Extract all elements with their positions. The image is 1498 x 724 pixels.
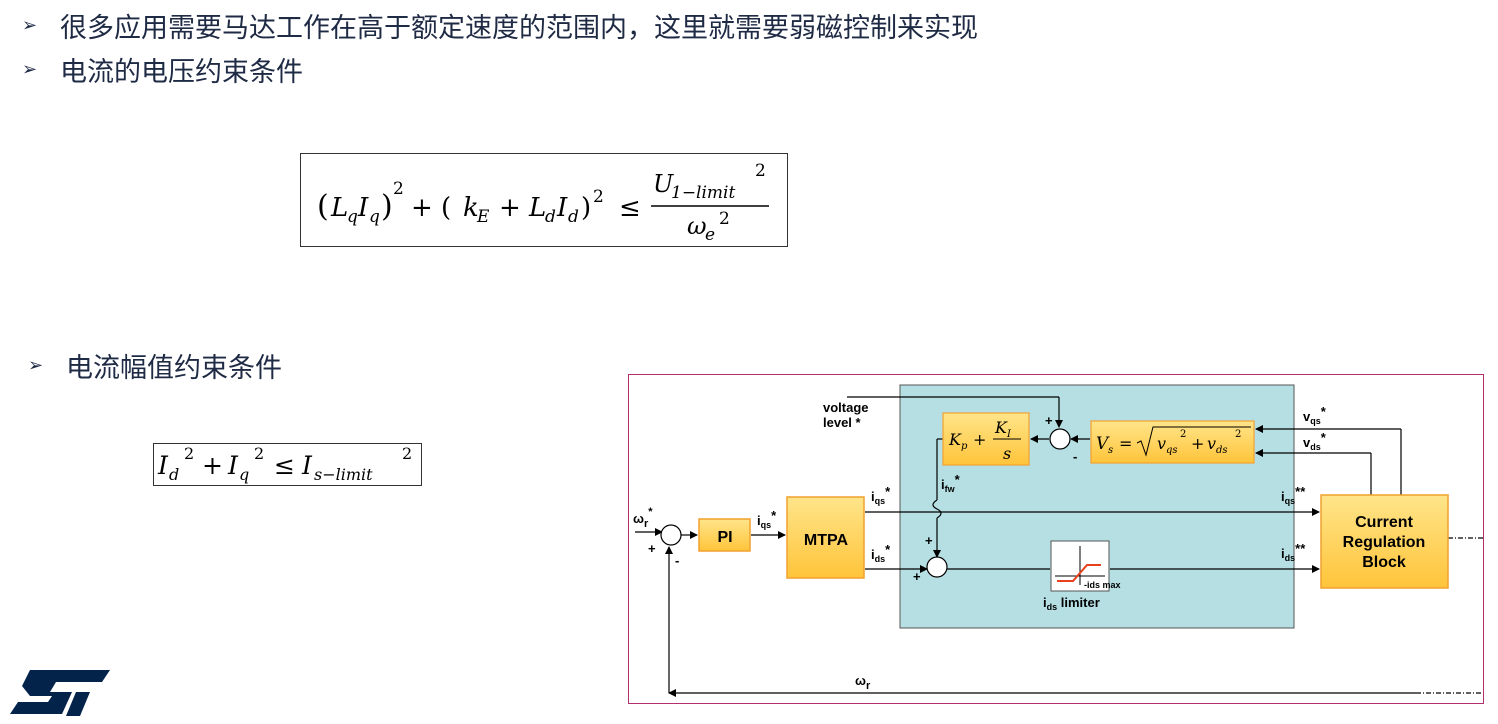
bullet-item: ➢ 很多应用需要马达工作在高于额定速度的范围内，这里就需要弱磁控制来实现 <box>22 6 978 45</box>
sum2-plus-left: + <box>913 569 921 584</box>
right-arrowhead-icon: ➢ <box>28 355 44 376</box>
svg-text:2: 2 <box>719 209 730 229</box>
svg-text:ω: ω <box>687 212 707 240</box>
current-regulation-label-1: Current <box>1355 514 1413 531</box>
svg-text:2: 2 <box>593 187 604 207</box>
voltage-level-label-1: voltage <box>823 400 869 415</box>
svg-text:2: 2 <box>755 161 766 181</box>
right-arrowhead-icon: ➢ <box>22 15 38 36</box>
ids-limiter-label: ids limiter <box>1043 595 1100 612</box>
svg-text:I: I <box>556 193 568 223</box>
svg-text:I: I <box>301 451 313 480</box>
sum3-minus: - <box>1073 449 1077 464</box>
plus-sign: + <box>648 541 656 556</box>
sum2-plus-top: + <box>925 533 933 548</box>
svg-text:+: + <box>973 430 986 449</box>
svg-text:+: + <box>1191 434 1204 453</box>
current-regulation-label-3: Block <box>1362 554 1406 571</box>
iqs-star-input-label: iqs* <box>757 508 777 530</box>
svg-text:≤: ≤ <box>274 451 295 480</box>
field-weakening-block-diagram: PI MTPA Current Regulation Block K p + K… <box>628 374 1485 704</box>
svg-text:I: I <box>157 451 169 480</box>
svg-text:v: v <box>1207 434 1216 453</box>
current-regulation-block <box>1320 494 1449 589</box>
sum3-plus: + <box>1045 413 1053 428</box>
omega-r-label: ωr <box>855 673 871 692</box>
svg-text:s: s <box>1108 445 1113 456</box>
svg-text:V: V <box>1096 434 1110 454</box>
ids-summing-junction <box>926 556 948 578</box>
omega-r-star-label: ωr* <box>633 506 653 530</box>
pi-block-label: PI <box>717 529 732 546</box>
svg-text:q: q <box>369 207 380 227</box>
saturation-curve-icon <box>1055 546 1105 585</box>
current-regulation-label-2: Regulation <box>1343 534 1426 551</box>
svg-text:+ (: + ( <box>411 193 451 223</box>
svg-text:=: = <box>1119 434 1132 453</box>
st-logo <box>10 666 114 724</box>
svg-text:v: v <box>1157 434 1166 453</box>
minus-sign: - <box>675 553 679 568</box>
svg-text:K: K <box>994 418 1008 437</box>
ids-star-label: ids* <box>871 542 891 564</box>
bullet-text: 电流的电压约束条件 <box>60 57 303 88</box>
voltage-magnitude-formula: V s = v qs 2 + v ds 2 <box>1096 426 1251 457</box>
svg-text:L: L <box>528 193 546 223</box>
svg-text:2: 2 <box>254 444 264 463</box>
svg-text:1−limit: 1−limit <box>671 183 735 203</box>
svg-text:E: E <box>476 207 490 227</box>
svg-text:k: k <box>463 193 479 223</box>
svg-text:qs: qs <box>1166 445 1178 456</box>
svg-text:I: I <box>1006 429 1012 440</box>
bullet-text: 很多应用需要马达工作在高于额定速度的范围内，这里就需要弱磁控制来实现 <box>60 13 978 44</box>
vqs-star-label: vqs* <box>1303 404 1327 426</box>
speed-error-summing-junction <box>660 524 682 546</box>
svg-text:U: U <box>653 170 674 198</box>
svg-text:K: K <box>948 430 962 449</box>
svg-text:p: p <box>961 441 968 452</box>
svg-text:+: + <box>499 193 521 223</box>
svg-text:): ) <box>581 193 591 223</box>
voltage-level-label-2: level * <box>823 415 862 430</box>
svg-text:q: q <box>347 207 358 227</box>
svg-text:s−limit: s−limit <box>314 465 373 484</box>
pi-block <box>698 518 751 552</box>
svg-text:(: ( <box>317 189 329 224</box>
svg-text:I: I <box>227 451 239 480</box>
right-arrowhead-icon: ➢ <box>22 59 38 80</box>
bullet-text: 电流幅值约束条件 <box>66 353 282 384</box>
voltage-constraint-equation: ( L q I q ) 2 + ( k E + L d I d ) 2 ≤ U … <box>300 153 788 247</box>
svg-text:q: q <box>239 465 249 484</box>
pi-controller-formula: K p + K I s <box>948 418 1021 463</box>
svg-text:): ) <box>381 189 393 224</box>
bullet-item: ➢ 电流的电压约束条件 <box>22 50 303 89</box>
voltage-magnitude-block <box>1090 420 1255 464</box>
bullet-item: ➢ 电流幅值约束条件 <box>28 346 282 385</box>
svg-text:≤: ≤ <box>619 193 641 223</box>
voltage-summing-junction <box>1049 428 1071 450</box>
svg-text:L: L <box>330 193 348 223</box>
svg-text:2: 2 <box>1235 429 1241 440</box>
svg-text:d: d <box>169 465 179 484</box>
svg-text:2: 2 <box>1180 429 1186 440</box>
limiter-inner-label: -ids max <box>1084 580 1121 590</box>
svg-text:e: e <box>705 225 715 245</box>
svg-text:2: 2 <box>402 444 412 463</box>
svg-text:d: d <box>545 207 556 227</box>
svg-text:I: I <box>357 193 369 223</box>
svg-text:d: d <box>568 207 579 227</box>
mtpa-block-label: MTPA <box>804 532 849 549</box>
svg-text:s: s <box>1003 444 1011 463</box>
svg-text:ds: ds <box>1216 445 1228 456</box>
svg-text:+: + <box>202 451 223 480</box>
iqs-star-label: iqs* <box>871 484 891 506</box>
mtpa-block <box>786 496 865 579</box>
current-constraint-equation: I d 2 + I q 2 ≤ I s−limit 2 <box>153 443 422 486</box>
svg-text:2: 2 <box>184 444 194 463</box>
vds-star-label: vds* <box>1303 430 1327 452</box>
svg-text:2: 2 <box>393 179 404 199</box>
